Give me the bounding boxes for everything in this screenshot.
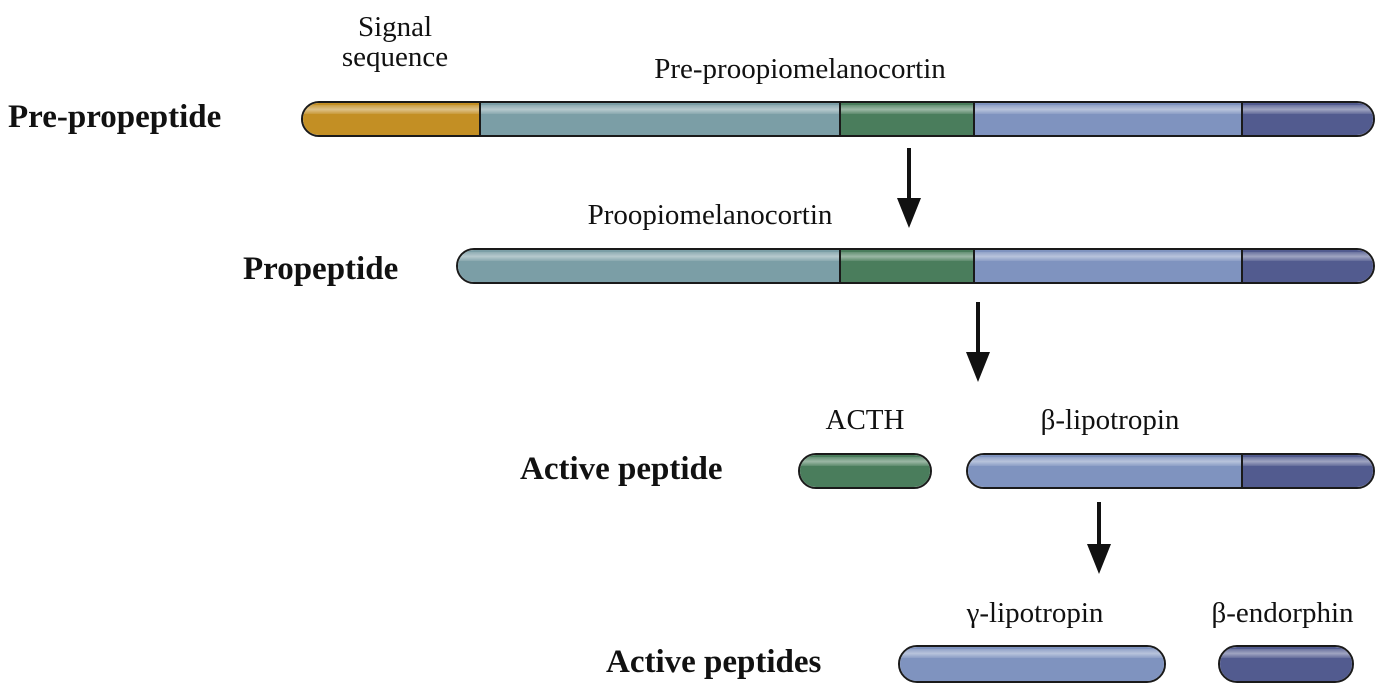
active-peptide-label: Active peptide [520,451,723,487]
beta-endorphin-segment [1241,103,1373,135]
cleavage-arrow-1 [897,148,921,230]
propeptide-label: Propeptide [243,251,399,287]
pre-pomc-label: Pre-proopiomelanocortin [654,53,946,85]
cleavage-arrow-2 [966,302,990,384]
pre-propeptide-label: Pre-propeptide [8,99,222,135]
beta-endorphin-segment [1220,647,1352,681]
gamma-lipotropin-segment [973,103,1241,135]
pre-propeptide-bar [301,101,1375,137]
acth-segment [800,455,930,487]
cleavage-arrow-3 [1087,502,1111,576]
beta-endorphin-label: β-endorphin [1211,597,1354,629]
active-peptides-label: Active peptides [606,644,822,680]
gamma-lipotropin-segment [973,250,1241,282]
acth-segment [839,103,973,135]
beta-lipotropin-bar [966,453,1375,489]
beta-endorphin-bar [1218,645,1354,683]
acth-segment [839,250,973,282]
acth-label: ACTH [825,404,905,436]
acth-bar [798,453,932,489]
gamma-lipotropin-segment [968,455,1241,487]
signal-sequence-segment [303,103,479,135]
signal-sequence-label: Signal sequence [341,11,449,74]
gamma-lipotropin-label: γ-lipotropin [966,597,1104,629]
gamma-lipotropin-bar [898,645,1166,683]
pomc-n-segment [479,103,839,135]
beta-endorphin-segment [1241,250,1373,282]
pomc-label: Proopiomelanocortin [587,199,833,231]
beta-endorphin-segment [1241,455,1373,487]
propeptide-bar [456,248,1375,284]
gamma-lipotropin-segment [900,647,1164,681]
beta-lipotropin-label: β-lipotropin [1040,404,1180,436]
pomc-n-segment [458,250,839,282]
